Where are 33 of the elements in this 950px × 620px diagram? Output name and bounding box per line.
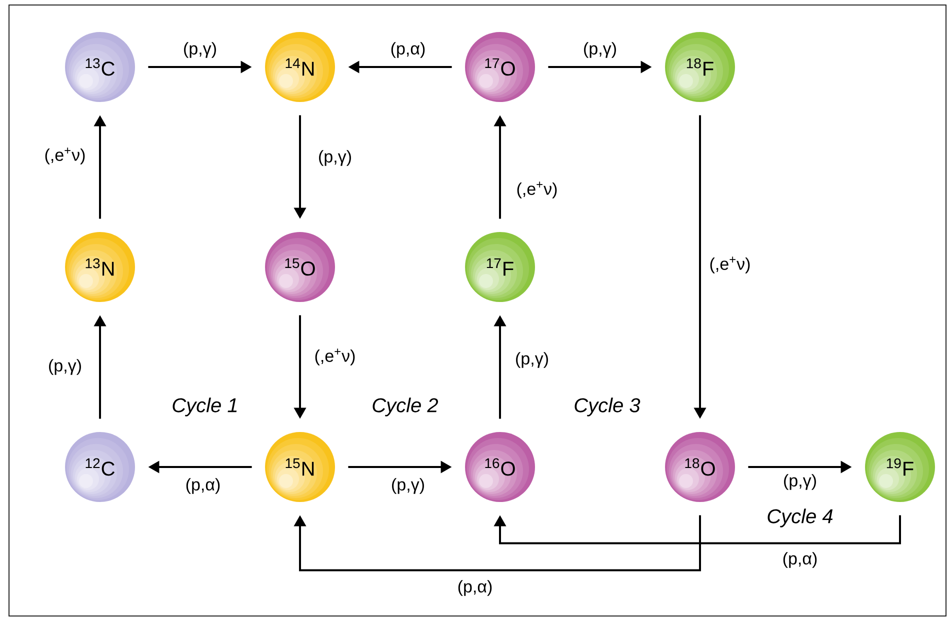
nucleus-ball: $^{18}$O — [665, 432, 735, 502]
nucleus-ball: $^{14}$N — [265, 32, 335, 102]
edge-label: (,e$^{+}$ν) — [708, 256, 752, 274]
edge-label: (p,α) — [781, 551, 819, 569]
nucleus-ball: $^{12}$C — [65, 432, 135, 502]
nucleus-ball: $^{15}$N — [265, 432, 335, 502]
edge-label: (p,γ) — [390, 477, 426, 495]
edge-label: (p,α) — [389, 41, 427, 59]
edge-label: (p,γ) — [182, 41, 218, 59]
edge-label: (p,γ) — [782, 473, 818, 491]
nucleus-ball: $^{15}$O — [265, 232, 335, 302]
nucleus-ball: $^{19}$F — [865, 432, 935, 502]
nucleus-ball: $^{13}$C — [65, 32, 135, 102]
cycle-label: Cycle 2 — [372, 398, 438, 416]
edge-label: (p,γ) — [582, 41, 618, 59]
nucleus-ball: $^{18}$F — [665, 32, 735, 102]
edge-label: (p,γ) — [514, 351, 550, 369]
arrow — [494, 515, 901, 544]
edge-label: (p,α) — [456, 579, 494, 597]
nucleus-ball: $^{13}$N — [65, 232, 135, 302]
edge-label: (p,γ) — [47, 358, 83, 376]
edge-label: (,e$^{+}$ν) — [515, 180, 559, 200]
nucleus-ball: $^{16}$O — [465, 432, 535, 502]
nucleus-ball: $^{17}$O — [465, 32, 535, 102]
cycle-label: Cycle 4 — [768, 508, 833, 528]
cycle-label: Cycle 1 — [172, 398, 237, 416]
nucleus-ball: $^{17}$F — [465, 232, 535, 302]
edge-label: (p,α) — [184, 477, 222, 495]
edge-label: (p,γ) — [317, 149, 353, 167]
edge-label: (,e$^{+}$ν) — [313, 348, 357, 366]
cycle-label: Cycle 3 — [574, 398, 640, 416]
arrow — [294, 515, 701, 572]
edge-label: (,e$^{+}$ν) — [43, 146, 87, 166]
